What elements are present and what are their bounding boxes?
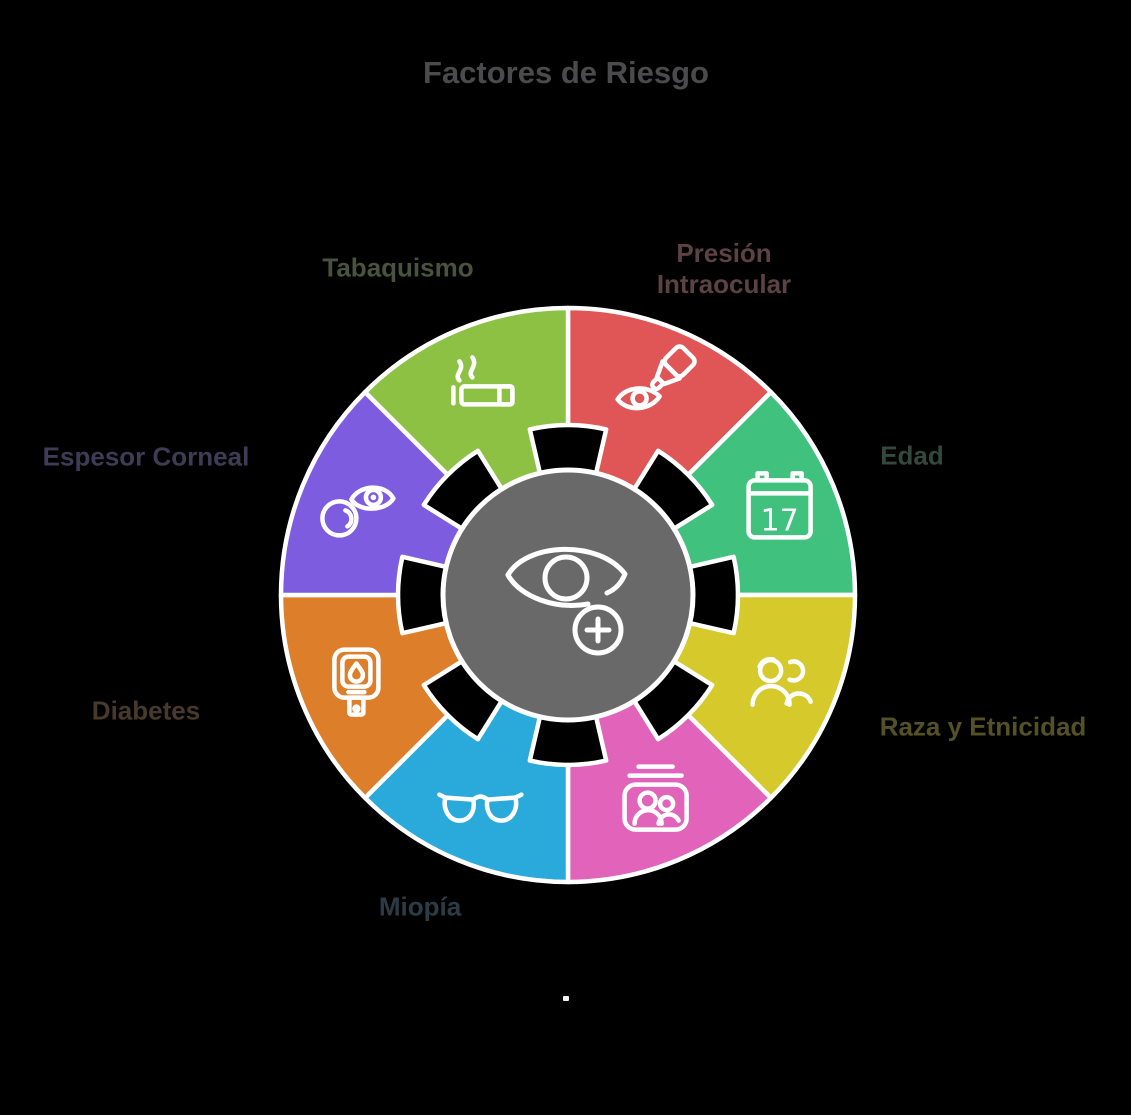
label-espesor-corneal: Espesor Corneal (42, 441, 250, 472)
label-diabetes: Diabetes (91, 695, 201, 726)
label-raza-y-etnicidad: Raza y Etnicidad (879, 711, 1087, 742)
wheel-segments (278, 305, 858, 885)
segment-tabaquismo (362, 305, 571, 494)
label-miopia: Miopía (378, 891, 462, 922)
label-tabaquismo: Tabaquismo (322, 252, 474, 283)
calendar-day-number: 17 (761, 503, 799, 538)
label-presion-intraocular: Presión Intraocular (656, 238, 792, 299)
label-edad: Edad (880, 440, 944, 471)
stray-dot (563, 996, 569, 1001)
page-title: Factores de Riesgo (423, 55, 709, 90)
wheel-center (440, 467, 696, 723)
